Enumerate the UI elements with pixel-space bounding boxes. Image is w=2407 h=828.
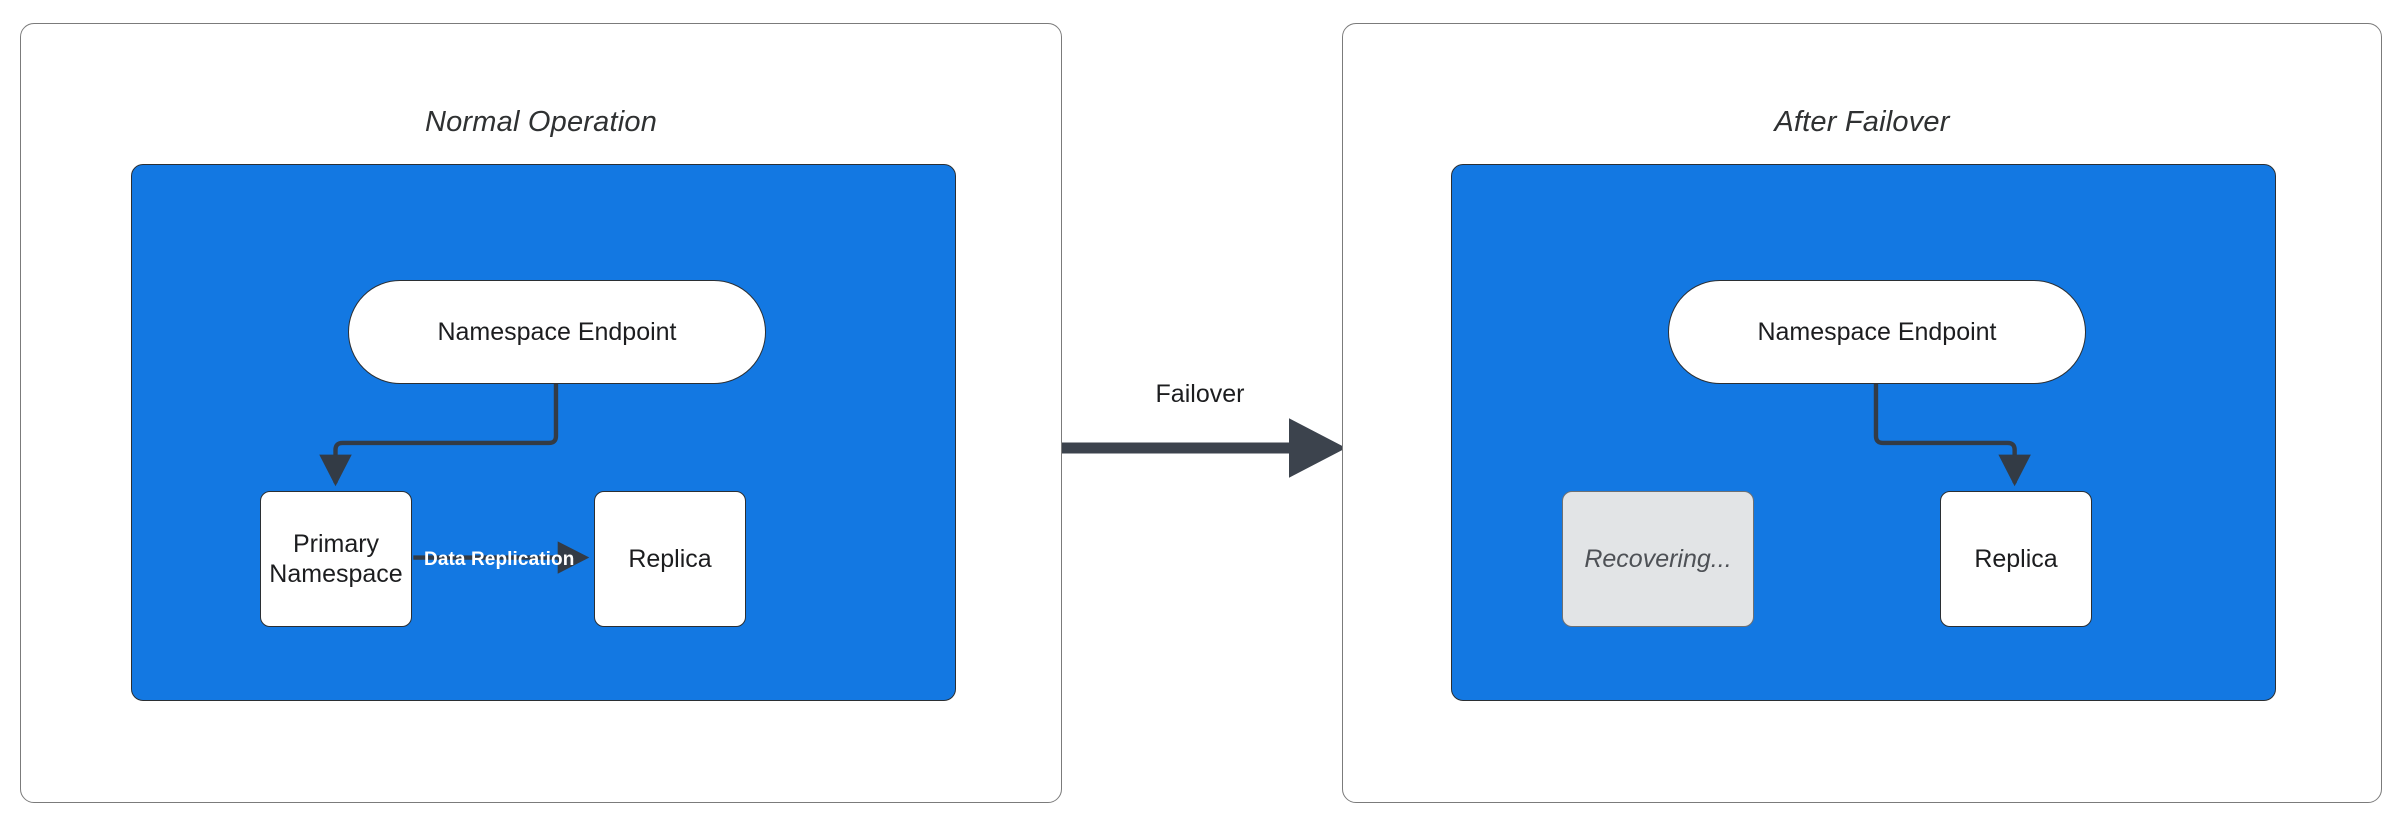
node-namespace-endpoint-failover[interactable]: Namespace Endpoint	[1668, 280, 2086, 384]
node-label-line2: Namespace	[269, 560, 403, 588]
panel-after-failover: After Failover Namespace Endpoint Recove…	[1342, 23, 2382, 803]
node-label: Recovering...	[1584, 544, 1732, 573]
panel-title-normal-operation: Normal Operation	[424, 106, 658, 138]
failover-transition-arrow	[1062, 418, 1347, 478]
node-label: Namespace Endpoint	[437, 317, 677, 346]
blue-region-normal: Namespace Endpoint Primary Namespace Rep…	[131, 164, 956, 701]
node-replica-normal[interactable]: Replica	[594, 491, 746, 627]
edge-label-data-replication: Data Replication	[424, 549, 575, 570]
node-recovering[interactable]: Recovering...	[1562, 491, 1754, 627]
node-label: Replica	[1974, 544, 2058, 573]
panel-title-after-failover: After Failover	[1774, 106, 1950, 138]
edge-endpoint-to-primary	[319, 380, 559, 487]
node-namespace-endpoint-normal[interactable]: Namespace Endpoint	[348, 280, 766, 384]
panel-normal-operation: Normal Operation Namesp	[20, 23, 1062, 803]
connector-layer-normal	[319, 380, 590, 574]
node-label: Namespace Endpoint	[1757, 317, 1997, 346]
failover-transition-group: Failover	[1040, 380, 1360, 500]
node-label-line1: Primary	[292, 529, 380, 558]
node-label: Primary Namespace	[269, 529, 402, 590]
blue-region-failover: Namespace Endpoint Recovering... Replica	[1451, 164, 2276, 701]
node-label: Replica	[628, 544, 712, 573]
edge-endpoint-to-replica	[1873, 380, 2031, 487]
node-replica-failover[interactable]: Replica	[1940, 491, 2092, 627]
failover-transition-label: Failover	[1155, 380, 1245, 408]
node-primary-namespace[interactable]: Primary Namespace	[260, 491, 412, 627]
